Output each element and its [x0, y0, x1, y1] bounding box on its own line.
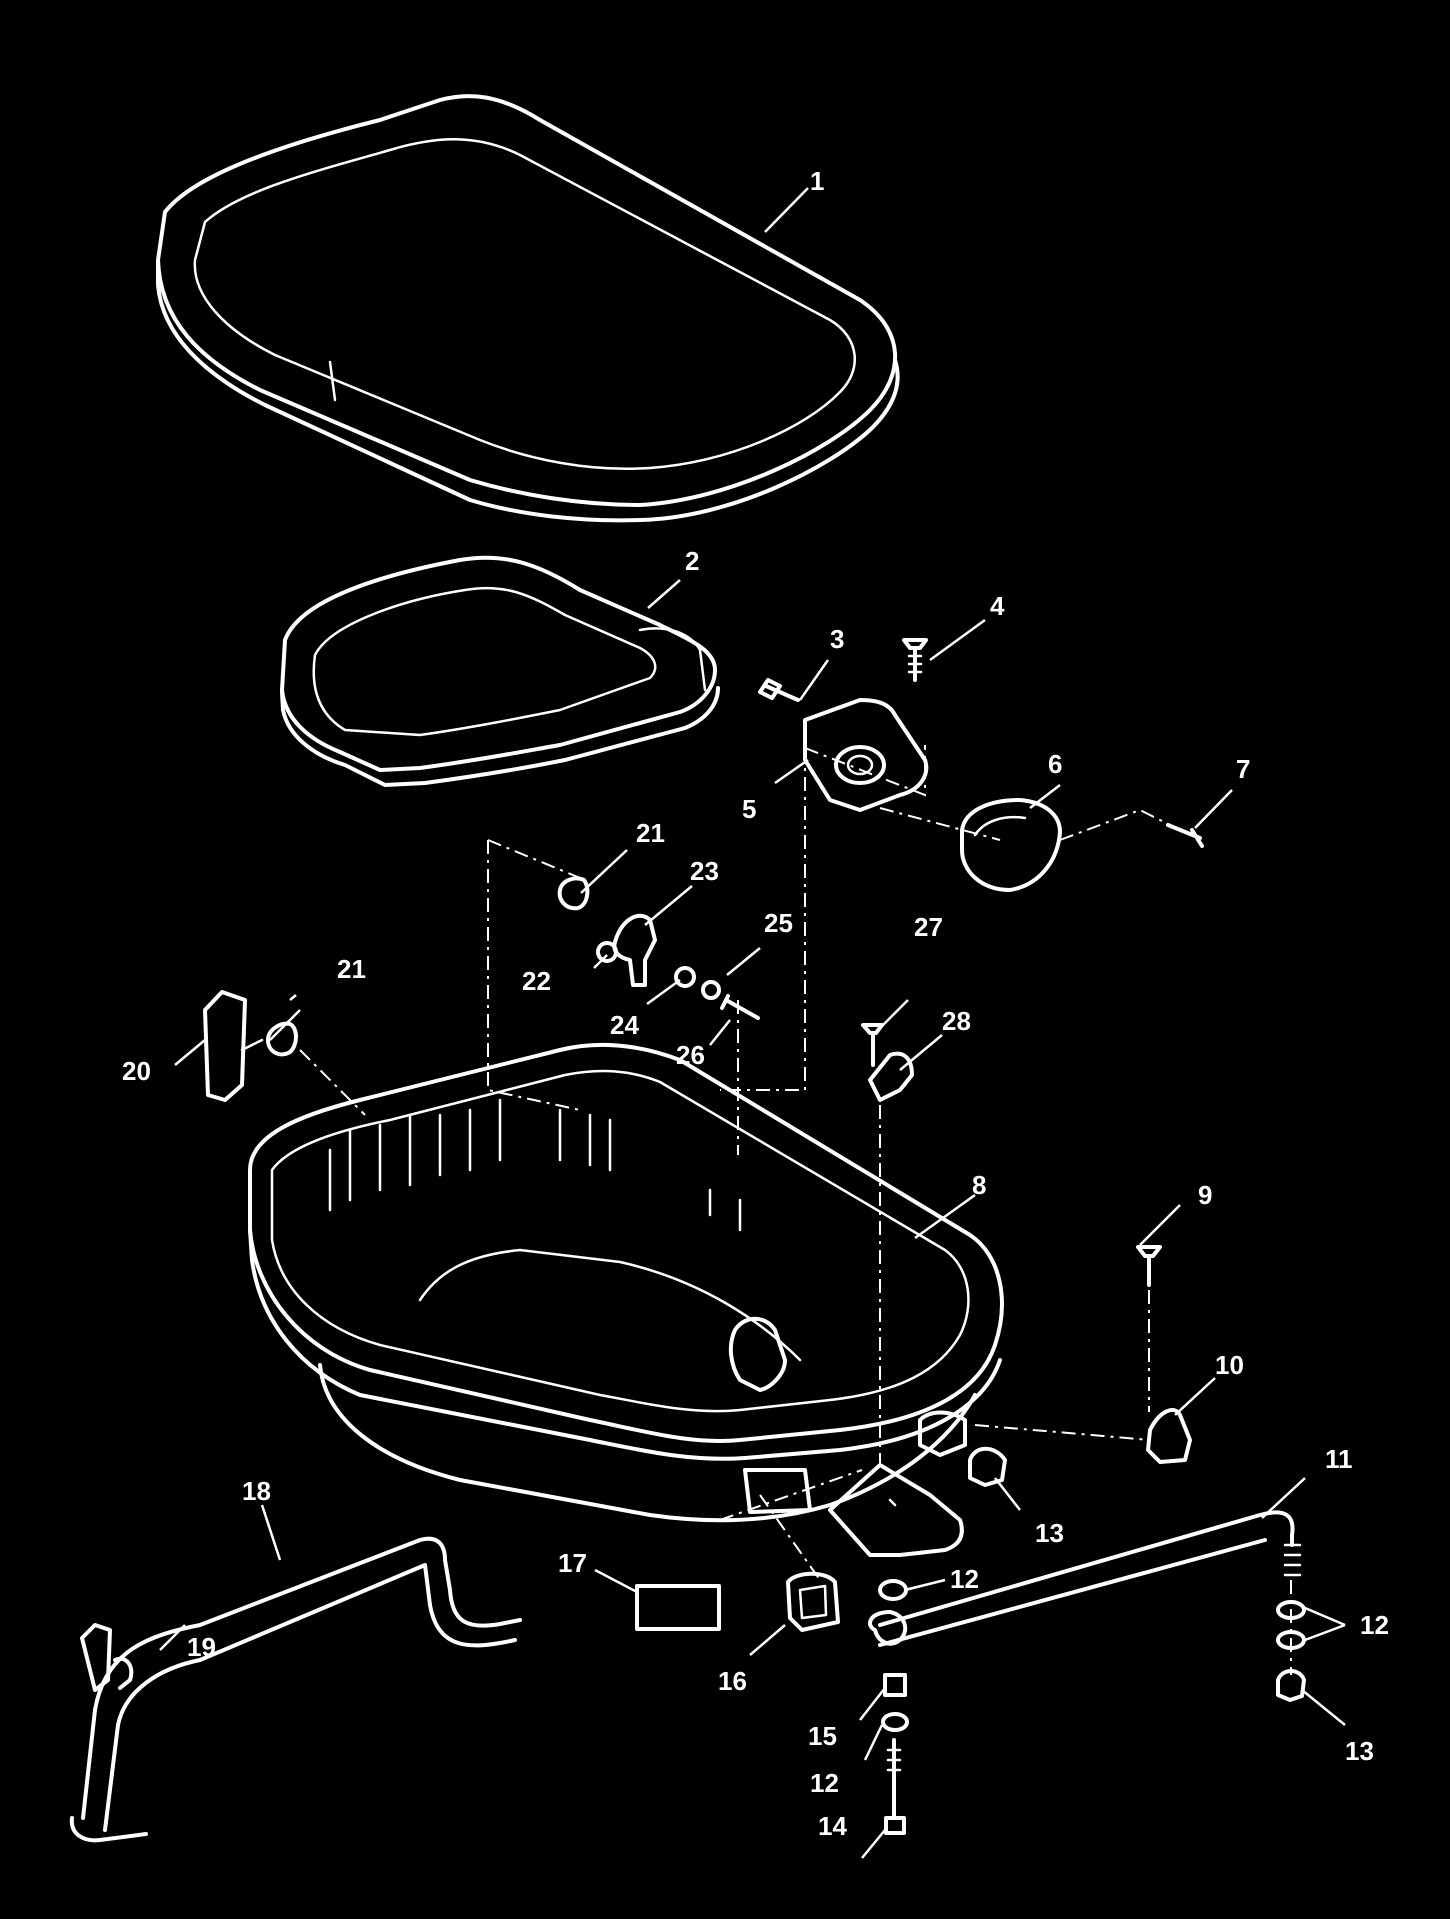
part-2-seal [280, 555, 720, 787]
part-12-washer-upper [878, 1579, 908, 1601]
callout-12-lower: 12 [810, 1768, 839, 1798]
part-25-washer [701, 980, 721, 1000]
part-12-washer-lower [881, 1712, 909, 1732]
part-3-screw [758, 678, 800, 702]
callout-25: 25 [764, 908, 793, 938]
part-11-link-rod [868, 1510, 1302, 1647]
part-13-nut-upper [968, 1446, 1007, 1487]
part-19-clip [80, 1623, 134, 1692]
callout-13-lower: 13 [1345, 1736, 1374, 1766]
part-13-nut-lower [1276, 1669, 1306, 1702]
part-21-grommet-upper [557, 876, 590, 911]
callout-23: 23 [690, 856, 719, 886]
mounting-bracket [828, 1463, 964, 1557]
part-26-screw [720, 994, 760, 1020]
part-24-washer [674, 966, 696, 988]
callout-2: 2 [685, 546, 699, 576]
part-20-latch-handle [203, 990, 264, 1102]
leader-lines [159, 187, 1346, 1859]
callout-16: 16 [718, 1666, 747, 1696]
part-6-bumper [960, 798, 1062, 892]
part-16-grommet [786, 1571, 840, 1632]
callout-21-upper: 21 [636, 818, 665, 848]
part-17-decal [635, 1584, 721, 1631]
assembly-centerlines [299, 745, 1292, 1675]
callout-5: 5 [742, 794, 756, 824]
callout-22: 22 [522, 966, 551, 996]
callout-20: 20 [122, 1056, 151, 1086]
callout-18: 18 [242, 1476, 271, 1506]
callout-21-lower: 21 [337, 954, 366, 984]
part-23-latch-hook [612, 913, 657, 987]
callout-1: 1 [810, 166, 824, 196]
callout-27: 27 [914, 912, 943, 942]
callout-9: 9 [1198, 1180, 1212, 1210]
callout-4: 4 [990, 591, 1005, 621]
callout-28: 28 [942, 1006, 971, 1036]
part-5-latch-bracket [803, 698, 929, 812]
callout-3: 3 [830, 624, 844, 654]
part-1-top-cover [156, 94, 900, 523]
part-14-bolt [884, 1738, 906, 1835]
part-18-lever-rod [69, 1536, 522, 1843]
callout-26: 26 [676, 1040, 705, 1070]
part-21-grommet-lower [266, 1021, 298, 1057]
part-27-screw [861, 1023, 884, 1067]
callout-12-upper: 12 [950, 1564, 979, 1594]
callout-17: 17 [558, 1548, 587, 1578]
callout-8: 8 [972, 1170, 986, 1200]
part-28-hinge-block [868, 1051, 914, 1102]
callout-19: 19 [187, 1632, 216, 1662]
callout-11: 11 [1325, 1444, 1353, 1474]
callout-labels: 1 2 3 4 5 6 7 8 9 10 11 12 12 12 13 13 1… [122, 166, 1389, 1841]
callout-24: 24 [610, 1010, 639, 1040]
callout-6: 6 [1048, 749, 1062, 779]
callout-10: 10 [1215, 1350, 1244, 1380]
callout-12-right: 12 [1360, 1610, 1389, 1640]
callout-7: 7 [1236, 754, 1250, 784]
callout-14: 14 [818, 1811, 847, 1841]
part-9-screw [1136, 1245, 1162, 1287]
part-8-bottom-cowl [248, 1042, 1004, 1523]
part-15-bushing [883, 1673, 907, 1697]
part-4-screw [902, 638, 928, 682]
part-7-screw [1166, 823, 1204, 848]
part-10-clip [1146, 1408, 1192, 1464]
callout-13-upper: 13 [1035, 1518, 1064, 1548]
callout-15: 15 [808, 1721, 837, 1751]
